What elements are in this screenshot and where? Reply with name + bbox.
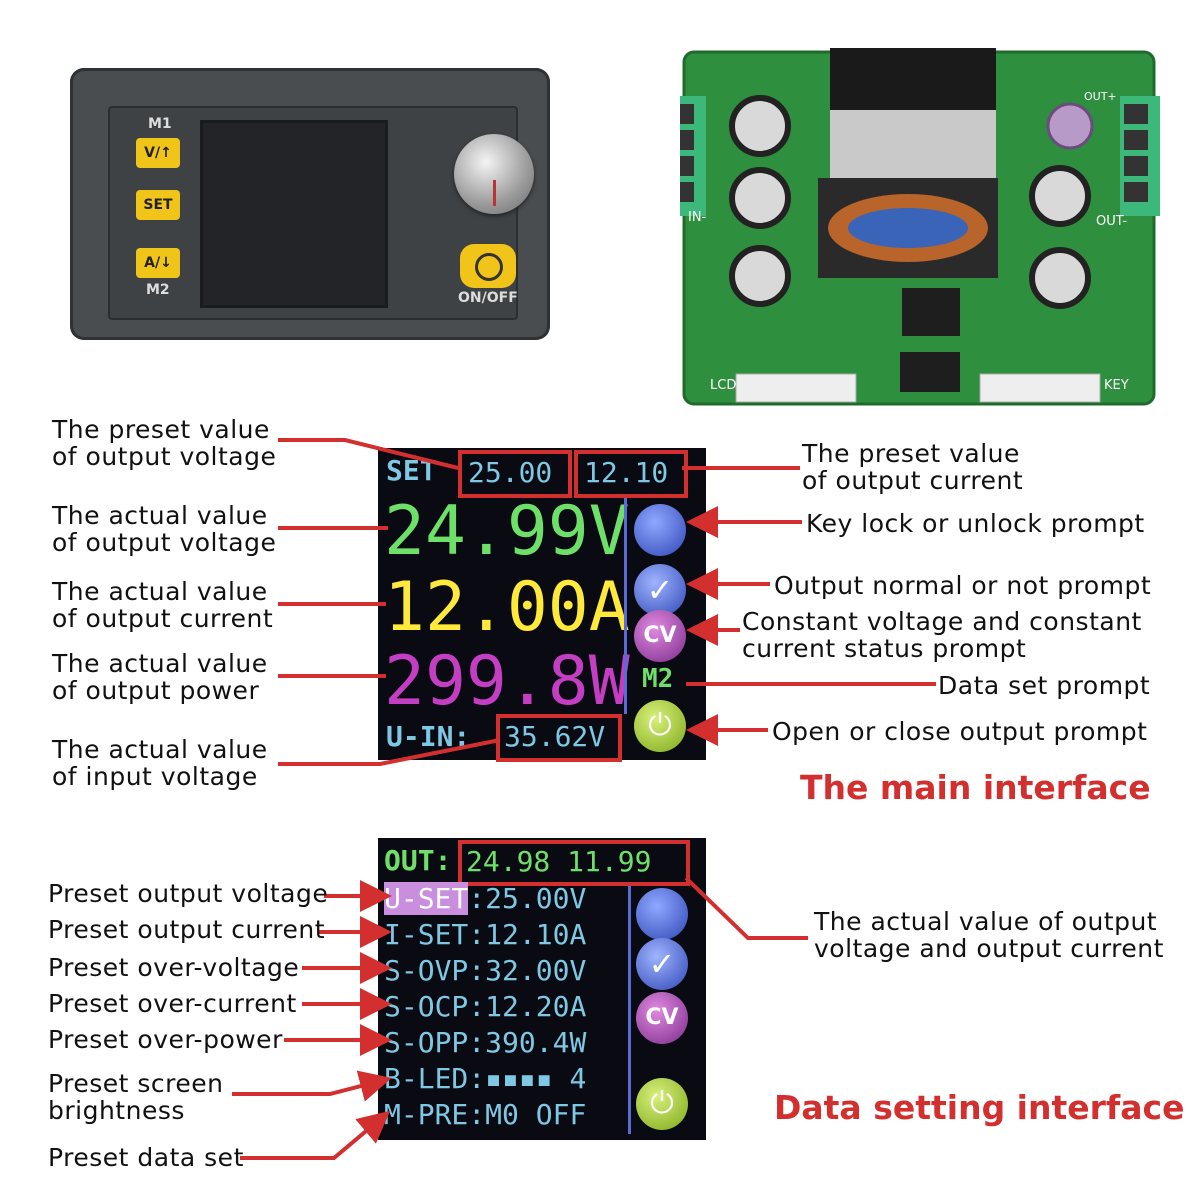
set-voltage-value: 25.00 (468, 456, 553, 489)
cv-icon: CV (636, 992, 688, 1044)
setting-row: S-OPP:390.4W (384, 1026, 587, 1059)
check-icon: ✓ (636, 938, 688, 990)
uin-box: 35.62V (496, 714, 622, 762)
output-power-value: 299.8W (384, 642, 630, 721)
a-down-button[interactable]: A/↓ (136, 248, 180, 278)
output-voltage-value: 24.99V (384, 492, 630, 571)
label-preset-over-voltage: Preset over-voltage (48, 953, 300, 982)
knob-indicator (493, 180, 496, 206)
set-voltage-box: 25.00 (458, 450, 572, 498)
label-preset-output-current: Preset output current (48, 915, 325, 944)
set-button[interactable]: SET (136, 190, 180, 220)
out-label: OUT: (384, 844, 452, 877)
label-output-normal: Output normal or not prompt (774, 571, 1152, 600)
icon-column-divider (624, 498, 627, 714)
device-photo: M1 V/↑ SET A/↓ M2 ON/OFF (70, 68, 550, 340)
v-up-button[interactable]: V/↑ (136, 138, 180, 168)
setting-row: S-OVP:32.00V (384, 954, 587, 987)
label-preset-brightness: Preset screen brightness (48, 1069, 224, 1125)
label-cv-cc-status: Constant voltage and constant current st… (742, 607, 1142, 663)
uin-value: 35.62V (504, 720, 606, 753)
pcb-key-label: KEY (1104, 378, 1129, 393)
power-output-icon: ⏻ (636, 1078, 688, 1130)
m2-label: M2 (146, 282, 170, 298)
label-actual-voltage: The actual value of output voltage (52, 501, 277, 557)
label-open-close-output: Open or close output prompt (772, 717, 1148, 746)
power-output-icon: ⏻ (634, 700, 686, 752)
power-icon (475, 253, 503, 281)
label-preset-data-set: Preset data set (48, 1143, 244, 1172)
output-current-value: 12.00A (384, 568, 630, 647)
cv-icon: CV (634, 610, 686, 662)
pcb-out-label: OUT- (1096, 214, 1128, 229)
device-screen (200, 120, 388, 308)
setting-row: I-SET:12.10A (384, 918, 587, 951)
setting-row: B-LED:▪▪▪▪ 4 (384, 1062, 587, 1095)
label-preset-over-current: Preset over-current (48, 989, 297, 1018)
m2-indicator: M2 (642, 664, 674, 694)
set-current-box: 12.10 (574, 450, 688, 498)
lock-icon (634, 504, 686, 556)
setting-row: S-OCP:12.20A (384, 990, 587, 1023)
label-actual-power: The actual value of output power (52, 649, 268, 705)
label-preset-voltage: The preset value of output voltage (52, 415, 277, 471)
setting-row: U-SET:25.00V (384, 882, 587, 915)
onoff-label: ON/OFF (458, 290, 518, 306)
pcb-in-label: IN- (688, 210, 707, 225)
u-set-key: U-SET (384, 882, 469, 915)
label-preset-current: The preset value of output current (802, 439, 1024, 495)
setting-divider (628, 886, 631, 1134)
set-current-value: 12.10 (584, 456, 669, 489)
label-actual-current: The actual value of output current (52, 577, 274, 633)
setting-interface-title: Data setting interface (774, 1088, 1185, 1127)
out-values: 24.98 11.99 (466, 845, 652, 878)
m1-label: M1 (148, 116, 172, 132)
label-actual-output-values: The actual value of output voltage and o… (814, 907, 1164, 963)
out-values-box: 24.98 11.99 (458, 840, 690, 886)
pcb-photo: IN- OUT+ OUT- LCD KEY (660, 28, 1166, 408)
label-preset-output-voltage: Preset output voltage (48, 879, 329, 908)
main-interface-title: The main interface (800, 768, 1151, 807)
label-key-lock: Key lock or unlock prompt (806, 509, 1145, 538)
label-data-set: Data set prompt (938, 671, 1151, 700)
lock-icon (636, 888, 688, 940)
label-preset-over-power: Preset over-power (48, 1025, 283, 1054)
setting-row: M-PRE:M0 OFF (384, 1098, 587, 1131)
setting-lcd: OUT: 24.98 11.99 U-SET:25.00V I-SET:12.1… (378, 838, 706, 1140)
pcb-out-plus-label: OUT+ (1084, 90, 1117, 103)
label-input-voltage: The actual value of input voltage (52, 735, 268, 791)
power-button[interactable] (460, 244, 516, 288)
rotary-knob[interactable] (454, 134, 534, 214)
pcb-lcd-label: LCD (710, 378, 737, 393)
check-icon: ✓ (634, 564, 686, 616)
